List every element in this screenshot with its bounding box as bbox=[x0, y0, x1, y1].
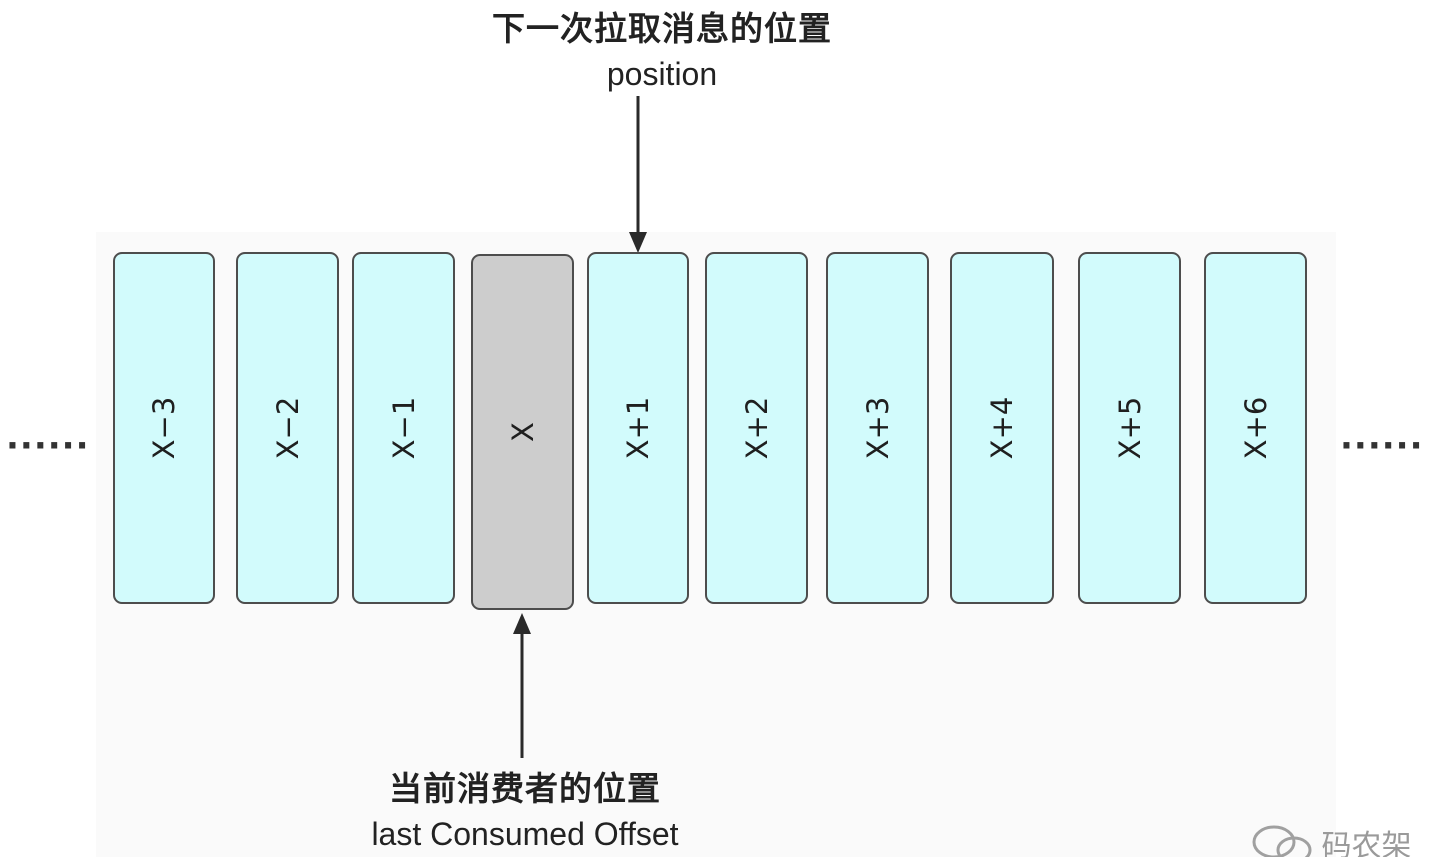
wechat-icon bbox=[1250, 825, 1322, 857]
current-consumer-position-label: 当前消费者的位置 last Consumed Offset bbox=[300, 766, 750, 856]
message-slot-label: X+5 bbox=[1112, 396, 1147, 460]
next-fetch-title-zh: 下一次拉取消息的位置 bbox=[492, 9, 832, 48]
next-fetch-title-en: position bbox=[606, 56, 718, 92]
message-slot-label: X−2 bbox=[270, 396, 305, 460]
current-consumer-arrow bbox=[512, 612, 532, 758]
message-slot: X+3 bbox=[826, 252, 929, 604]
message-slot-label: X+1 bbox=[621, 396, 655, 460]
message-slot: X+2 bbox=[705, 252, 808, 604]
message-slot-label: X bbox=[505, 422, 540, 442]
next-fetch-arrow bbox=[628, 96, 648, 254]
watermark-text: 码农架 bbox=[1321, 829, 1412, 857]
ellipsis-right: ······ bbox=[1340, 426, 1424, 466]
message-slot-label: X+4 bbox=[985, 396, 1019, 460]
message-slot-label: X−3 bbox=[147, 396, 181, 460]
message-slot-label: X+3 bbox=[860, 396, 895, 460]
message-slot: X+5 bbox=[1078, 252, 1181, 604]
watermark: 码农架 bbox=[1250, 820, 1441, 857]
message-slot-label: X+6 bbox=[1238, 396, 1273, 460]
current-consumer-title-zh: 当前消费者的位置 bbox=[389, 769, 661, 808]
message-slot: X−3 bbox=[113, 252, 215, 604]
message-slot: X+1 bbox=[587, 252, 689, 604]
message-slot: X bbox=[471, 254, 574, 610]
message-slot: X−1 bbox=[352, 252, 455, 604]
ellipsis-left: ······ bbox=[6, 426, 90, 466]
current-consumer-title-en: last Consumed Offset bbox=[371, 816, 679, 852]
message-slot-label: X−1 bbox=[386, 396, 421, 460]
message-slot-label: X+2 bbox=[739, 396, 774, 460]
message-slot: X−2 bbox=[236, 252, 339, 604]
next-fetch-position-label: 下一次拉取消息的位置 position bbox=[462, 6, 862, 96]
message-slot: X+6 bbox=[1204, 252, 1307, 604]
message-slot: X+4 bbox=[950, 252, 1054, 604]
